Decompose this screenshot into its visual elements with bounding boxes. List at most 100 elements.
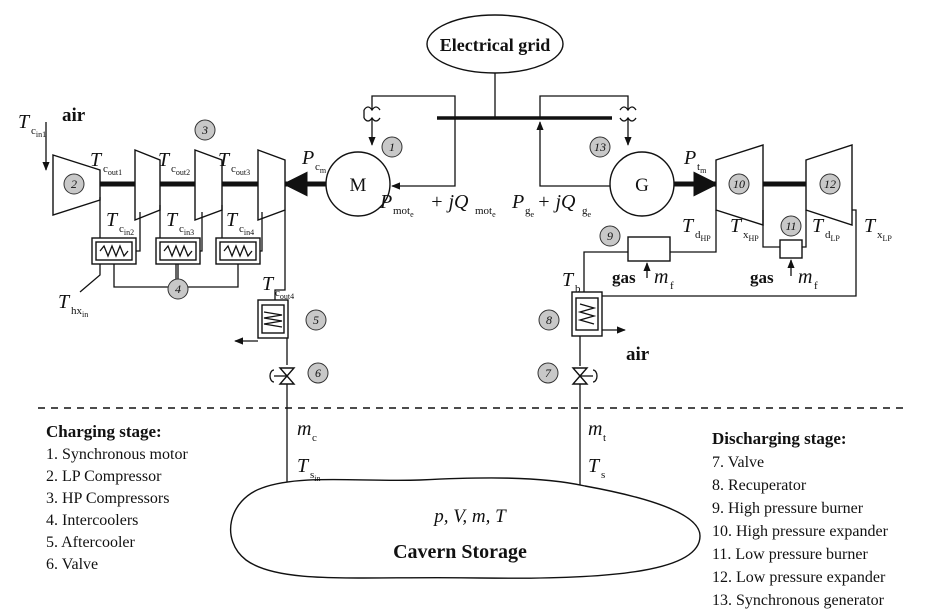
- svg-text:m: m: [798, 266, 812, 288]
- symbol-T-hx-in: T hxin: [58, 291, 88, 319]
- svg-text:T: T: [226, 209, 239, 231]
- badge-4: 4: [167, 278, 189, 300]
- pipe-ic3-out: [260, 212, 263, 252]
- charging-item: 5. Aftercooler: [46, 534, 136, 551]
- discharging-item: 12. Low pressure expander: [712, 569, 886, 586]
- svg-text:T: T: [58, 291, 71, 313]
- charging-legend: Charging stage: 1. Synchronous motor 2. …: [46, 422, 188, 573]
- svg-text:T: T: [18, 111, 31, 133]
- charging-item: 3. HP Compressors: [46, 490, 169, 507]
- svg-text:cm: cm: [315, 161, 327, 175]
- lp-burner: [779, 239, 803, 259]
- air-outlet-label: air: [626, 344, 650, 365]
- symbol-T-c-in4: T cin4: [226, 209, 254, 237]
- charging-item: 2. LP Compressor: [46, 468, 162, 485]
- symbol-T-c-out1: T cout1: [90, 149, 122, 177]
- pipe-hp-exp-to-lp-burner: [762, 210, 780, 248]
- cavern-state: p, V, m, T: [432, 506, 507, 527]
- symbol-mdot-f-lp: m f: [798, 266, 818, 292]
- badge-10: 10: [728, 173, 750, 195]
- aftercooler: [257, 299, 289, 339]
- svg-text:T: T: [588, 455, 601, 477]
- symbol-T-s-in: T sin: [297, 455, 321, 483]
- svg-text:7: 7: [545, 366, 552, 380]
- cavern-storage: [230, 477, 701, 579]
- svg-text:12: 12: [824, 177, 836, 191]
- svg-text:T: T: [812, 215, 825, 237]
- symbol-T-c-in2: T cin2: [106, 209, 134, 237]
- valve-7: [571, 367, 598, 385]
- grid-label: Electrical grid: [440, 35, 550, 55]
- symbol-P-g-jQ: P ge + jQ ge: [511, 191, 592, 219]
- svg-text:m: m: [654, 266, 668, 288]
- svg-text:m: m: [297, 418, 311, 440]
- svg-text:dLP: dLP: [825, 229, 840, 243]
- svg-text:cout4: cout4: [275, 287, 294, 301]
- svg-text:2: 2: [71, 177, 77, 191]
- discharging-item: 7. Valve: [712, 454, 764, 471]
- badge-1: 1: [381, 136, 403, 158]
- svg-text:T: T: [158, 149, 171, 171]
- hp-compressor-1: [134, 148, 161, 222]
- gas-hp-label: gas: [612, 268, 636, 287]
- air-inlet-label: air: [62, 105, 86, 126]
- charging-item: 6. Valve: [46, 556, 98, 573]
- svg-text:ge: ge: [525, 205, 535, 219]
- svg-text:cin3: cin3: [179, 223, 194, 237]
- badge-2: 2: [63, 173, 85, 195]
- discharging-legend: Discharging stage: 7. Valve 8. Recuperat…: [712, 429, 889, 609]
- svg-text:T: T: [262, 273, 275, 295]
- coolant-line-1: [113, 264, 177, 288]
- pipe-hp-burner-to-expander: [670, 210, 717, 253]
- discharging-item: 9. High pressure burner: [712, 500, 864, 517]
- intercooler-2: [155, 237, 201, 265]
- svg-text:P: P: [511, 191, 524, 213]
- pipe-ic2-out: [200, 212, 203, 252]
- hp-burner: [627, 236, 671, 262]
- symbol-mdot-c: m c: [297, 418, 317, 444]
- svg-text:11: 11: [785, 219, 796, 233]
- intercooler-1: [91, 237, 137, 265]
- svg-text:s: s: [601, 469, 605, 481]
- svg-text:cin4: cin4: [239, 223, 254, 237]
- charging-item: 1. Synchronous motor: [46, 446, 188, 463]
- symbol-T-d-HP: T dHP: [682, 215, 711, 243]
- valve-6: [269, 367, 296, 385]
- symbol-T-c-in1: T cin1: [18, 111, 46, 139]
- svg-text:T: T: [166, 209, 179, 231]
- symbol-T-x-HP: T xHP: [730, 215, 759, 243]
- pipe-ic1-out: [136, 212, 141, 252]
- symbol-T-c-out2: T cout2: [158, 149, 190, 177]
- svg-text:13: 13: [594, 140, 606, 154]
- svg-text:+ jQ: + jQ: [430, 191, 469, 213]
- symbol-T-b: T b: [562, 269, 581, 295]
- svg-text:4: 4: [175, 282, 181, 296]
- svg-text:9: 9: [607, 229, 613, 243]
- motor-transformer: [363, 95, 456, 190]
- generator-label: G: [635, 175, 649, 196]
- svg-text:cout1: cout1: [103, 163, 122, 177]
- charging-item: 4. Intercoolers: [46, 512, 138, 529]
- svg-text:xHP: xHP: [743, 229, 759, 243]
- svg-text:f: f: [814, 280, 818, 292]
- svg-text:T: T: [864, 215, 877, 237]
- badge-13: 13: [589, 136, 611, 158]
- svg-text:5: 5: [313, 313, 319, 327]
- symbol-P-t-m: P tm: [683, 147, 707, 175]
- svg-text:tm: tm: [697, 161, 707, 175]
- svg-text:t: t: [603, 432, 606, 444]
- badge-12: 12: [819, 173, 841, 195]
- discharging-item: 10. High pressure expander: [712, 523, 889, 540]
- discharging-title: Discharging stage:: [712, 429, 847, 448]
- svg-text:m: m: [588, 418, 602, 440]
- svg-text:ge: ge: [582, 205, 592, 219]
- coolant-inlet: [79, 264, 101, 293]
- svg-text:f: f: [670, 280, 674, 292]
- svg-text:10: 10: [733, 177, 745, 191]
- badge-11: 11: [780, 215, 802, 237]
- svg-text:sin: sin: [310, 469, 321, 483]
- motor-label: M: [350, 175, 367, 196]
- badge-7: 7: [537, 362, 559, 384]
- symbol-T-c-out4: T cout4: [262, 273, 294, 301]
- coolant-line-2: [177, 264, 239, 288]
